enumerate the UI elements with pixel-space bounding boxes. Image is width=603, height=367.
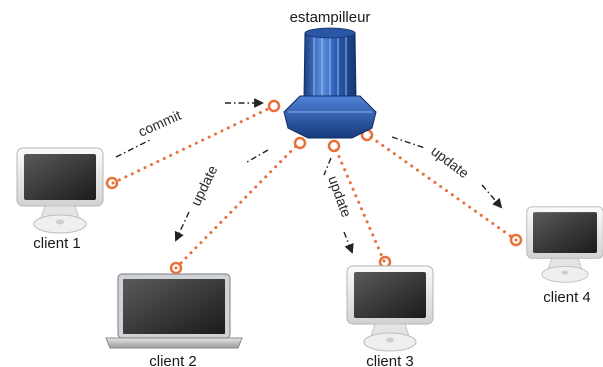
endpoint-server-3 (327, 139, 341, 153)
endpoint-server-1 (267, 99, 281, 113)
link-client-1 (111, 105, 274, 185)
client-3: client 3 (346, 265, 434, 367)
commit-arrow (115, 103, 262, 158)
client-4-imac-icon (526, 206, 603, 283)
client-4-label: client 4 (543, 289, 591, 306)
client-1-label: client 1 (33, 235, 81, 252)
update-arrow-client-2 (176, 149, 269, 240)
endpoint-client-2 (169, 261, 183, 275)
arrows (115, 103, 501, 252)
update-label-client-3: update (325, 174, 355, 220)
endpoint-client-1 (105, 176, 119, 190)
link-client-3 (332, 143, 386, 263)
client-3-label: client 3 (366, 353, 414, 367)
client-2: client 2 (105, 273, 243, 367)
commit-label: commit (136, 107, 184, 140)
update-arrow-client-4 (391, 136, 501, 207)
update-label-client-4: update (428, 143, 472, 182)
endpoint-server-2 (293, 136, 307, 150)
server-title: estampilleur (290, 9, 371, 26)
client-3-imac-icon (346, 265, 434, 352)
client-1-imac-icon (16, 147, 104, 234)
client-2-label: client 2 (149, 353, 197, 367)
endpoint-client-4 (509, 233, 523, 247)
update-label-client-2: update (187, 163, 220, 209)
links (111, 105, 518, 270)
client-1: client 1 (16, 147, 104, 252)
server-tower-icon (283, 27, 377, 139)
client-4: client 4 (526, 206, 603, 306)
link-client-2 (174, 141, 301, 270)
client-2-laptop-icon (105, 273, 243, 349)
update-arrow-client-3 (323, 157, 352, 252)
